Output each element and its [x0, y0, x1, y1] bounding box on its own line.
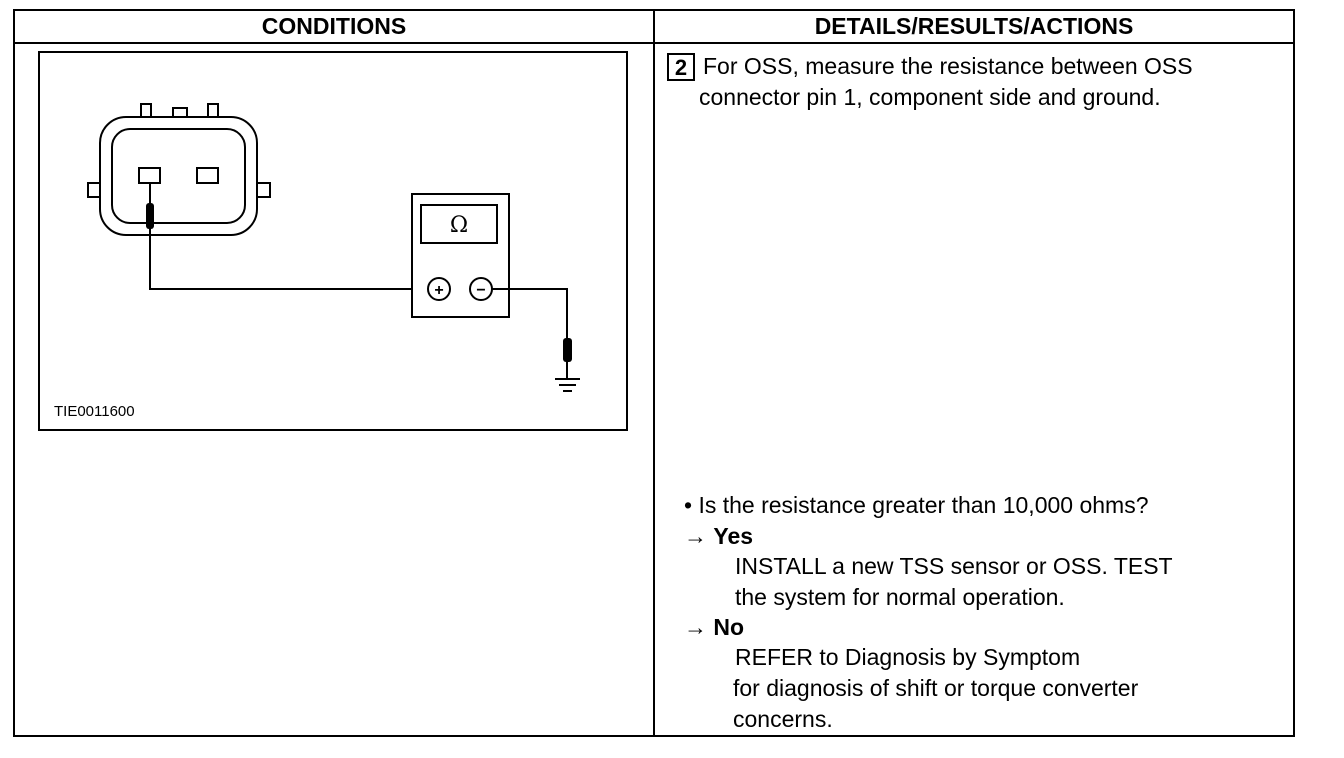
- wiring-diagram: Ω + − TIE0011600: [38, 51, 628, 431]
- ground-icon: [555, 378, 580, 392]
- plus-terminal: [427, 277, 451, 301]
- no-action-line-2: for diagnosis of shift or torque convert…: [733, 675, 1139, 701]
- question-text: • Is the resistance greater than 10,000 …: [684, 492, 1149, 518]
- yes-label: Yes: [713, 523, 754, 549]
- conditions-header: CONDITIONS: [261, 13, 407, 39]
- step-instruction-line-2: connector pin 1, component side and grou…: [699, 84, 1161, 110]
- no-label: No: [713, 614, 745, 640]
- no-action-line-1: REFER to Diagnosis by Symptom: [735, 644, 1081, 670]
- connector-lug: [255, 182, 271, 198]
- figure-id: TIE0011600: [54, 403, 135, 420]
- diagram-drawing: Ω + −: [87, 103, 580, 392]
- minus-symbol: −: [476, 282, 485, 299]
- details-header: DETAILS/RESULTS/ACTIONS: [814, 13, 1134, 39]
- yes-action-line-2: the system for normal operation.: [735, 584, 1065, 610]
- connector-tab: [207, 103, 219, 119]
- connector-tab: [140, 103, 152, 119]
- test-lead-wire: [149, 229, 426, 290]
- step-instruction-line-1: For OSS, measure the resistance between …: [703, 53, 1193, 79]
- ground-probe: [563, 338, 572, 362]
- yes-action-line-1: INSTALL a new TSS sensor or OSS. TEST: [735, 553, 1173, 579]
- ground-lead-wire: [492, 288, 568, 338]
- connector-body: [99, 116, 258, 236]
- connector-pin-1: [138, 167, 161, 184]
- step-number-badge: 2: [667, 53, 695, 81]
- probe-lead: [146, 203, 154, 229]
- connector-inner-shell: [111, 128, 246, 224]
- header-divider: [13, 42, 1295, 44]
- yes-result: → Yes: [684, 521, 753, 552]
- no-result: → No: [684, 612, 744, 643]
- plus-symbol: +: [434, 282, 443, 299]
- arrow-right-icon: →: [684, 614, 707, 640]
- ohm-symbol-icon: Ω: [450, 213, 468, 238]
- meter-display: [420, 204, 498, 244]
- arrow-right-icon: →: [684, 523, 707, 549]
- no-action-line-3: concerns.: [733, 706, 833, 732]
- column-divider: [653, 9, 655, 737]
- connector-pin-2: [196, 167, 219, 184]
